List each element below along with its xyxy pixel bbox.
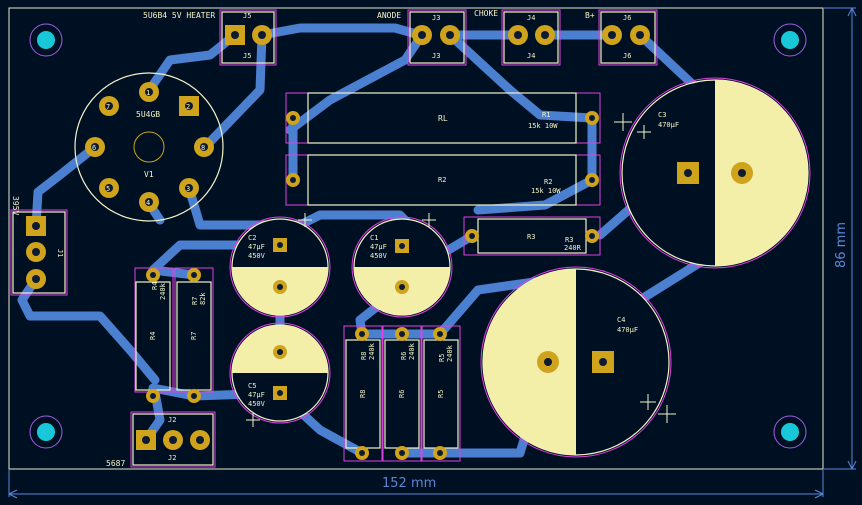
volt-c5: 450V — [248, 400, 266, 408]
mounting-holes — [29, 23, 807, 449]
ref-j3-top: J3 — [432, 14, 440, 22]
ref-j4-top: J4 — [527, 14, 535, 22]
connector-outlines — [12, 11, 656, 466]
ref-j2-top: J2 — [168, 416, 176, 424]
dimensions — [8, 7, 857, 499]
ref-c3: C3 — [658, 111, 666, 119]
val-c3: 470µF — [658, 121, 679, 129]
ref-j6-top: J6 — [623, 14, 631, 22]
board-edge — [8, 7, 824, 470]
ref-r1: R1 — [542, 111, 550, 119]
ref-j3: J3 — [432, 52, 440, 60]
ref-c4: C4 — [617, 316, 625, 324]
label-anode: ANODE — [377, 11, 401, 20]
ref-r4-center: R4 — [149, 332, 157, 340]
val-r1: 15k 10W — [528, 122, 558, 130]
pin-6: 6 — [92, 144, 96, 152]
ref-r7: R7 — [191, 297, 199, 305]
val-r8: 240k — [368, 342, 376, 360]
pin-1: 1 — [146, 89, 150, 97]
label-5687: 5687 — [106, 459, 125, 468]
ref-r7-center: R7 — [190, 332, 198, 340]
pin-2: 2 — [186, 103, 190, 111]
val-c5: 47µF — [248, 391, 265, 399]
ref-j5-top: J5 — [243, 12, 251, 20]
val-c4: 470µF — [617, 326, 638, 334]
pin-5: 5 — [106, 185, 110, 193]
pin-8: 8 — [201, 144, 205, 152]
val-r2: 15k 10W — [531, 187, 561, 195]
ref-r5: R5 — [438, 354, 446, 362]
dimension-height: 86 mm — [834, 222, 849, 268]
ref-j1: J1 — [56, 249, 64, 257]
ref-r8: R8 — [360, 352, 368, 360]
volt-c1: 450V — [370, 252, 388, 260]
ref-r3-center: R3 — [527, 233, 535, 241]
label-395v: 395V — [11, 196, 20, 215]
silk-labels: 5U6B4 5V HEATER ANODE CHOKE B+ 395V 5U4G… — [11, 9, 679, 468]
val-r5: 240k — [446, 344, 454, 362]
label-bplus: B+ — [585, 11, 595, 20]
ref-c1: C1 — [370, 234, 378, 242]
val-r6: 240k — [408, 342, 416, 360]
capacitor-pads — [273, 162, 753, 400]
ref-c2: C2 — [248, 234, 256, 242]
label-tube-type: 5U4GB — [136, 110, 160, 119]
crosshair-markers — [246, 113, 676, 427]
ref-j6: J6 — [623, 52, 631, 60]
resistor-pads — [146, 111, 599, 460]
connector-pads — [26, 25, 650, 450]
pin-3: 3 — [186, 185, 190, 193]
label-choke: CHOKE — [474, 9, 498, 18]
ref-r2-center: R2 — [438, 176, 446, 184]
ref-r6: R6 — [400, 352, 408, 360]
ref-r5-center: R5 — [437, 390, 445, 398]
volt-c2: 450V — [248, 252, 266, 260]
ref-r2: R2 — [544, 178, 552, 186]
tube-socket-v1 — [74, 72, 224, 222]
val-r7: 82k — [199, 292, 207, 305]
ref-r4: R4 — [151, 282, 159, 290]
ref-r6-center: R6 — [398, 390, 406, 398]
val-r3: 240R — [564, 244, 582, 252]
ref-j2: J2 — [168, 454, 176, 462]
val-c1: 47µF — [370, 243, 387, 251]
ref-j4: J4 — [527, 52, 535, 60]
pin-4: 4 — [146, 199, 150, 207]
ref-r3: R3 — [565, 236, 573, 244]
dimension-width: 152 mm — [382, 476, 436, 491]
val-c2: 47µF — [248, 243, 265, 251]
pin-7: 7 — [106, 103, 110, 111]
ref-rl: RL — [438, 114, 448, 123]
val-r4: 240k — [159, 282, 167, 300]
label-tube-ref: V1 — [144, 170, 154, 179]
ref-j5: J5 — [243, 52, 251, 60]
ref-r8-center: R8 — [359, 390, 367, 398]
ref-c5: C5 — [248, 382, 256, 390]
label-heater: 5U6B4 5V HEATER — [143, 11, 215, 20]
